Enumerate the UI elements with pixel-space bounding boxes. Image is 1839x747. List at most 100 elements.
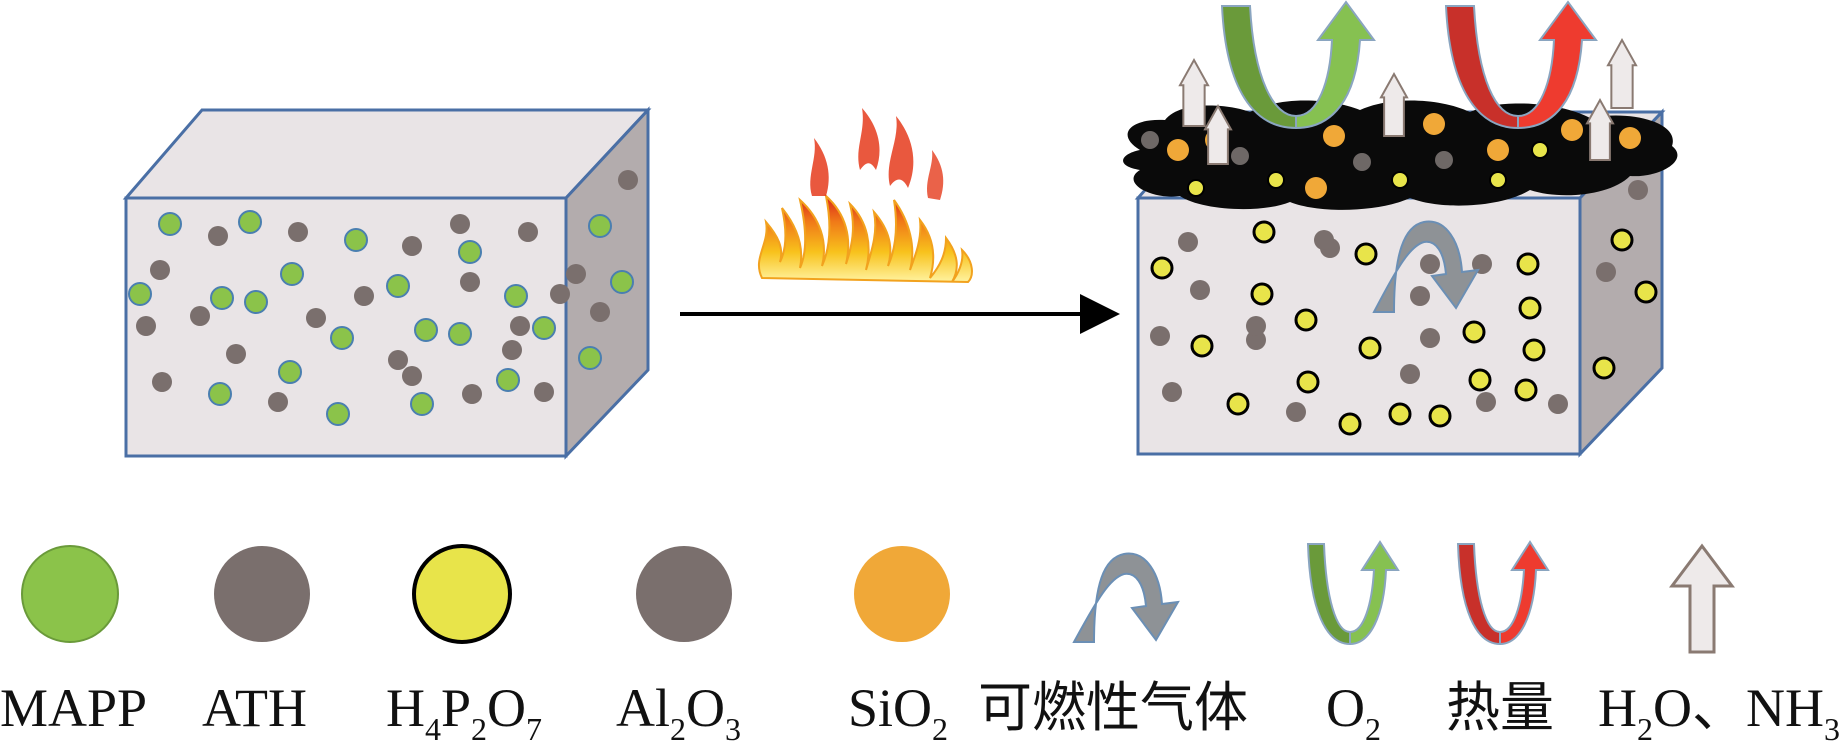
mapp-particle [414, 318, 438, 342]
sio2-particle [1167, 139, 1189, 161]
heat-legend-label: 热量 [1446, 678, 1554, 738]
al2o3-particle [1420, 254, 1440, 274]
h4p2o7-particle [1516, 252, 1540, 276]
al2o3-particle [1596, 262, 1616, 282]
combustible-gas-curved-arrow [1372, 220, 1480, 313]
combustible-gas-legend-icon [1072, 552, 1180, 643]
al2o3-particle [1400, 364, 1420, 384]
ath-particle [450, 214, 470, 234]
ath-particle [306, 308, 326, 328]
left-block-top-face [122, 108, 652, 200]
ath-particle [590, 302, 610, 322]
ath-particle [534, 382, 554, 402]
h4p2o7-particle [1428, 404, 1452, 428]
mapp-particle [238, 210, 262, 234]
ath-particle [510, 316, 530, 336]
ath-particle [402, 236, 422, 256]
mapp-particle [128, 282, 152, 306]
h4p2o7-particle [1252, 220, 1276, 244]
sio2-legend-icon [854, 546, 950, 642]
ath-particle [152, 372, 172, 392]
al2o3-legend-icon [636, 546, 732, 642]
h4p2o7-particle [1354, 242, 1378, 266]
al2o3-particle [1231, 147, 1249, 165]
h4p2o7-particle [1388, 402, 1412, 426]
sio2-particle [1561, 119, 1583, 141]
mapp-particle [278, 360, 302, 384]
char-layer [1123, 100, 1678, 210]
ath-particle [462, 384, 482, 404]
h4p2o7-particle [1634, 280, 1658, 304]
al2o3-particle [1472, 254, 1492, 274]
al2o3-particle [1190, 280, 1210, 300]
h4p2o7-particle [1514, 378, 1538, 402]
al2o3-particle [1548, 394, 1568, 414]
right-block [1123, 100, 1678, 458]
ath-particle [150, 260, 170, 280]
mapp-particle [330, 326, 354, 350]
heat-legend-icon [1456, 540, 1550, 646]
up-arrow-icon [1379, 71, 1409, 137]
h4p2o7-particle [1468, 368, 1492, 392]
h4p2o7-particle [1338, 412, 1362, 436]
al2o3-particle [1286, 402, 1306, 422]
h4p2o7-particle [1489, 171, 1507, 189]
mapp-particle [458, 240, 482, 264]
ath-particle [518, 222, 538, 242]
combustible-gas-legend-label: 可燃性气体 [978, 678, 1248, 738]
h4p2o7-particle [1226, 392, 1250, 416]
al2o3-particle [1314, 230, 1334, 250]
mapp-legend-icon [21, 545, 119, 643]
mapp-particle [208, 382, 232, 406]
mapp-particle [532, 316, 556, 340]
h4p2o7-particle [1391, 171, 1409, 189]
h4p2o7-particle [1592, 356, 1616, 380]
mapp-particle [344, 228, 368, 252]
left-block [122, 106, 652, 460]
ath-particle [208, 226, 228, 246]
al2o3-particle [1435, 151, 1453, 169]
ath-particle [190, 306, 210, 326]
al2o3-particle [1628, 180, 1648, 200]
left-block-particles [128, 170, 638, 426]
legend [21, 540, 1735, 654]
h4p2o7-particle [1358, 336, 1382, 360]
ath-particle [502, 340, 522, 360]
mapp-particle [244, 290, 268, 314]
sio2-particle [1487, 139, 1509, 161]
mapp-particle [280, 262, 304, 286]
ath-particle [354, 286, 374, 306]
h2o-nh3-legend-icon [1669, 543, 1735, 654]
al2o3-particle [1353, 153, 1371, 171]
up-arrow-icon [1203, 103, 1233, 165]
ath-particle [136, 316, 156, 336]
h4p2o7-particle [1190, 334, 1214, 358]
ath-particle [226, 344, 246, 364]
h4p2o7-particle [1610, 228, 1634, 252]
ath-particle [268, 392, 288, 412]
up-arrow-icon [1585, 97, 1615, 161]
al2o3-particle [1476, 392, 1496, 412]
o2-u-arrow [1220, 0, 1376, 130]
sio2-particle [1423, 113, 1445, 135]
o2-legend-label: O2 [1326, 678, 1381, 747]
fire-icon [757, 108, 973, 284]
ath-particle [402, 366, 422, 386]
al2o3-particle [1178, 232, 1198, 252]
ath-particle [566, 264, 586, 284]
mapp-particle [588, 214, 612, 238]
ath-particle [550, 284, 570, 304]
mapp-particle [496, 368, 520, 392]
up-arrow-icon [1606, 37, 1638, 109]
h4p2o7-particle [1187, 179, 1205, 197]
h2o-nh3-release-arrows [1178, 37, 1638, 165]
mapp-particle [578, 346, 602, 370]
o2-legend-icon [1306, 540, 1400, 646]
right-block-front-face [1136, 196, 1582, 456]
heat-u-arrow [1444, 0, 1598, 130]
h4p2o7-legend-icon [412, 544, 512, 644]
mapp-particle [210, 286, 234, 310]
sio2-particle [1323, 125, 1345, 147]
mapp-particle [326, 402, 350, 426]
